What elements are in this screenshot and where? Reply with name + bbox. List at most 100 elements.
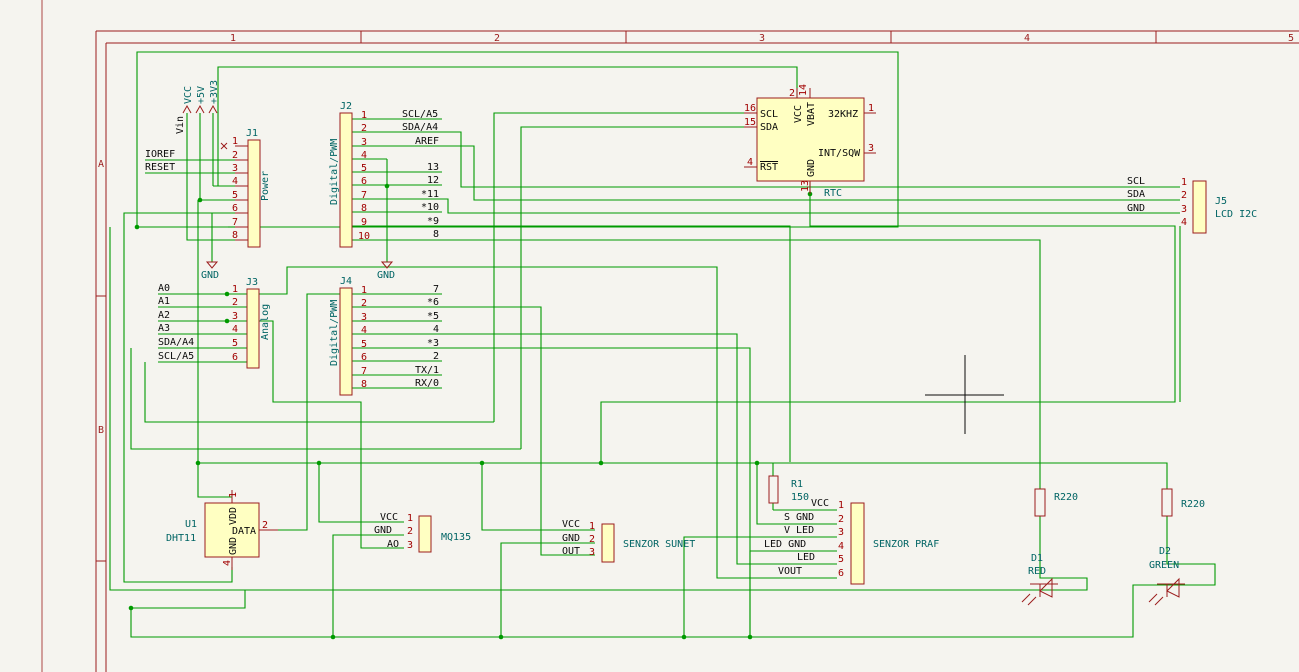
j2-pin-8: 8 bbox=[361, 203, 367, 214]
vcc-power-label: VCC bbox=[183, 86, 194, 104]
rtc-pin-scl: 16 bbox=[744, 103, 756, 114]
gnd-power-label-2: GND bbox=[377, 270, 395, 281]
j5-label-sda: SDA bbox=[1127, 189, 1145, 200]
j4-label-4: 4 bbox=[433, 324, 439, 335]
j3-label-sda-a4: SDA/A4 bbox=[158, 337, 194, 348]
j3-label-a2: A2 bbox=[158, 310, 170, 321]
r1-ref: R1 bbox=[791, 479, 803, 490]
d2-led-icon bbox=[1148, 577, 1185, 606]
j4-label-7: 7 bbox=[433, 284, 439, 295]
r1-value: 150 bbox=[791, 492, 809, 503]
j4-label-6: *6 bbox=[427, 297, 439, 308]
border-column-1: 1 bbox=[230, 33, 236, 44]
u1-pin-gnd: 4 bbox=[222, 560, 233, 566]
r220-green-value: R220 bbox=[1181, 499, 1205, 510]
praf-label-s-gnd: S GND bbox=[784, 512, 814, 523]
rtc-pin-int: 3 bbox=[868, 143, 874, 154]
mq135-pin-3: 3 bbox=[407, 540, 413, 551]
d1-value: RED bbox=[1028, 566, 1046, 577]
praf-label-vout: VOUT bbox=[778, 566, 802, 577]
j1-pin-5: 5 bbox=[232, 190, 238, 201]
praf-pin-1: 1 bbox=[838, 500, 844, 511]
d2-ref: D2 bbox=[1159, 546, 1171, 557]
j4-pin-1: 1 bbox=[361, 285, 367, 296]
j2-pin-5: 5 bbox=[361, 163, 367, 174]
praf-pin-5: 5 bbox=[838, 554, 844, 565]
j1-pin-3: 3 bbox=[232, 163, 238, 174]
j1-value: Power bbox=[260, 171, 271, 201]
praf-connector bbox=[850, 502, 865, 585]
border-column-3: 3 bbox=[759, 33, 765, 44]
sunet-label-gnd: GND bbox=[562, 533, 580, 544]
j4-ref: J4 bbox=[340, 276, 352, 287]
rtc-pin-vbat: 14 bbox=[798, 84, 809, 96]
j1-pin-7: 7 bbox=[232, 217, 238, 228]
r220-green-resistor bbox=[1161, 488, 1173, 517]
j3-pin-5: 5 bbox=[232, 338, 238, 349]
rtc-freq-label: 32KHZ bbox=[828, 109, 858, 120]
rtc-vbat-label: VBAT bbox=[806, 102, 817, 126]
j3-pin-1: 1 bbox=[232, 284, 238, 295]
mq135-label-gnd: GND bbox=[374, 525, 392, 536]
praf-pin-2: 2 bbox=[838, 514, 844, 525]
praf-pin-4: 4 bbox=[838, 541, 844, 552]
u1-pin-vdd: 1 bbox=[228, 492, 239, 498]
rtc-ref: RTC bbox=[824, 188, 842, 199]
j4-connector bbox=[339, 287, 353, 396]
junctions bbox=[128, 183, 813, 640]
sunet-value: SENZOR SUNET bbox=[623, 539, 695, 550]
j5-label-scl: SCL bbox=[1127, 176, 1145, 187]
j4-label-5: *5 bbox=[427, 311, 439, 322]
j5-connector bbox=[1192, 180, 1207, 234]
j2-label-sda-a4: SDA/A4 bbox=[402, 122, 438, 133]
j1-pin-8: 8 bbox=[232, 230, 238, 241]
rtc-pin-gnd: 13 bbox=[800, 180, 811, 192]
j1-ref: J1 bbox=[246, 128, 258, 139]
j1-label-reset: RESET bbox=[145, 162, 175, 173]
praf-label-led-gnd: LED GND bbox=[764, 539, 806, 550]
rtc-gnd-label: GND bbox=[806, 159, 817, 177]
j4-pin-2: 2 bbox=[361, 298, 367, 309]
j5-ref: J5 bbox=[1215, 196, 1227, 207]
j1-pin-6: 6 bbox=[232, 203, 238, 214]
j4-pin-7: 7 bbox=[361, 366, 367, 377]
praf-pin-6: 6 bbox=[838, 568, 844, 579]
border-column-5: 5 bbox=[1288, 33, 1294, 44]
u1-value: DHT11 bbox=[166, 533, 196, 544]
j2-label-8: 8 bbox=[433, 229, 439, 240]
mq135-connector bbox=[418, 515, 432, 553]
u1-pin-data: 2 bbox=[262, 520, 268, 531]
praf-label-v-led: V LED bbox=[784, 525, 814, 536]
j2-label-scl-a5: SCL/A5 bbox=[402, 109, 438, 120]
j3-label-a1: A1 bbox=[158, 296, 170, 307]
j2-pin-6: 6 bbox=[361, 176, 367, 187]
praf-label-led: LED bbox=[797, 552, 815, 563]
border-column-4: 4 bbox=[1024, 33, 1030, 44]
sunet-pin-3: 3 bbox=[589, 547, 595, 558]
border-row-a: A bbox=[98, 159, 104, 170]
j1-label-ioref: IOREF bbox=[145, 149, 175, 160]
r220-red-resistor bbox=[1034, 488, 1046, 517]
r220-red-value: R220 bbox=[1054, 492, 1078, 503]
j4-label-tx1: TX/1 bbox=[415, 365, 439, 376]
j4-value: Digital/PWM bbox=[329, 300, 340, 366]
rtc-pin-rst: 4 bbox=[747, 157, 753, 168]
border-row-b: B bbox=[98, 425, 104, 436]
j4-label-3: *3 bbox=[427, 338, 439, 349]
j4-label-2: 2 bbox=[433, 351, 439, 362]
j1-label-vin: Vin bbox=[175, 116, 186, 134]
j5-pin-2: 2 bbox=[1181, 190, 1187, 201]
sunet-pin-1: 1 bbox=[589, 521, 595, 532]
j4-pin-4: 4 bbox=[361, 325, 367, 336]
j3-pin-2: 2 bbox=[232, 297, 238, 308]
j1-pin-2: 2 bbox=[232, 150, 238, 161]
rtc-sda-label: SDA bbox=[760, 122, 778, 133]
j5-label-gnd: GND bbox=[1127, 203, 1145, 214]
j4-pin-3: 3 bbox=[361, 312, 367, 323]
d2-value: GREEN bbox=[1149, 560, 1179, 571]
rtc-rst-label: RST bbox=[760, 162, 778, 173]
j3-pin-3: 3 bbox=[232, 311, 238, 322]
mq135-pin-1: 1 bbox=[407, 513, 413, 524]
j2-label-10: *10 bbox=[421, 202, 439, 213]
